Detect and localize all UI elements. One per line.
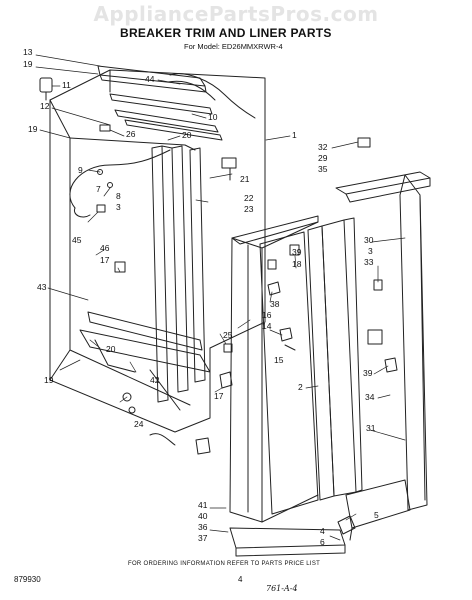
callout-label: 19 [23,59,33,69]
callout-label: 40 [198,511,208,521]
ordering-note: FOR ORDERING INFORMATION REFER TO PARTS … [128,561,321,567]
callout-label: 17 [100,255,110,265]
callout-label: 26 [126,129,136,139]
callout-label: 10 [208,112,218,122]
callout-label: 22 [244,193,254,203]
door-liner-channels [259,217,363,515]
callout-label: 29 [318,153,328,163]
watermark: AppliancePartsPros.com [93,2,379,26]
callout-label: 36 [198,522,208,532]
callout-label: 41 [198,500,208,510]
callout-label: 9 [78,165,83,175]
callout-label: 2 [298,382,303,392]
callout-label: 24 [134,419,144,429]
callout-label: 39 [363,368,373,378]
callout-label: 35 [318,164,328,174]
leader-lines [35,54,406,541]
callout-label: 16 [262,310,272,320]
callout-label: 17 [214,391,224,401]
bottom-door-trim [195,437,356,557]
vertical-breaker-trim [151,145,206,403]
callout-label: 5 [374,510,379,520]
callout-label: 30 [364,235,374,245]
cabinet-hardware [39,77,237,446]
callout-label: 46 [100,243,110,253]
callout-label: 8 [116,191,121,201]
callout-label: 4 [320,526,325,536]
bottom-breaker-trim [79,311,211,411]
callout-label: 39 [292,247,302,257]
callout-label: 44 [145,74,155,84]
callout-label: 42 [150,375,160,385]
model-subtitle: For Model: ED26MMXRWR-4 [184,42,283,51]
callout-label: 19 [28,124,38,134]
callout-label: 1 [292,130,297,140]
top-breaker-trim [97,65,223,141]
callout-label: 43 [37,282,47,292]
callout-label: 18 [292,259,302,269]
door-gasket-frame [335,137,431,541]
callout-label: 21 [240,174,250,184]
callout-label: 19 [44,375,54,385]
callout-label: 25 [223,330,233,340]
cabinet-liner [49,69,266,433]
callout-label: 7 [96,184,101,194]
handwritten-code: 761-A-4 [266,584,298,593]
callout-label: 38 [270,299,280,309]
callout-label: 11 [62,80,71,90]
callout-label: 45 [72,235,82,245]
callout-label: 32 [318,142,328,152]
callout-label: 34 [365,392,375,402]
diagram-number: 879930 [14,575,41,584]
page-number: 4 [238,575,243,584]
wire-harness [69,73,256,218]
callout-label: 3 [116,202,121,212]
callout-label: 20 [182,130,192,140]
door-liner-frame [229,215,319,523]
callout-label: 3 [368,246,373,256]
callout-label: 31 [366,423,376,433]
callout-label: 13 [23,47,33,57]
callout-label: 12 [40,101,50,111]
callout-label: 23 [244,204,254,214]
callout-label: 33 [364,257,374,267]
callout-label: 14 [262,321,272,331]
page-title: BREAKER TRIM AND LINER PARTS [120,26,332,40]
callout-label: 37 [198,533,208,543]
callout-label: 20 [106,344,116,354]
callout-label: 6 [320,537,325,547]
callout-label: 15 [274,355,284,365]
